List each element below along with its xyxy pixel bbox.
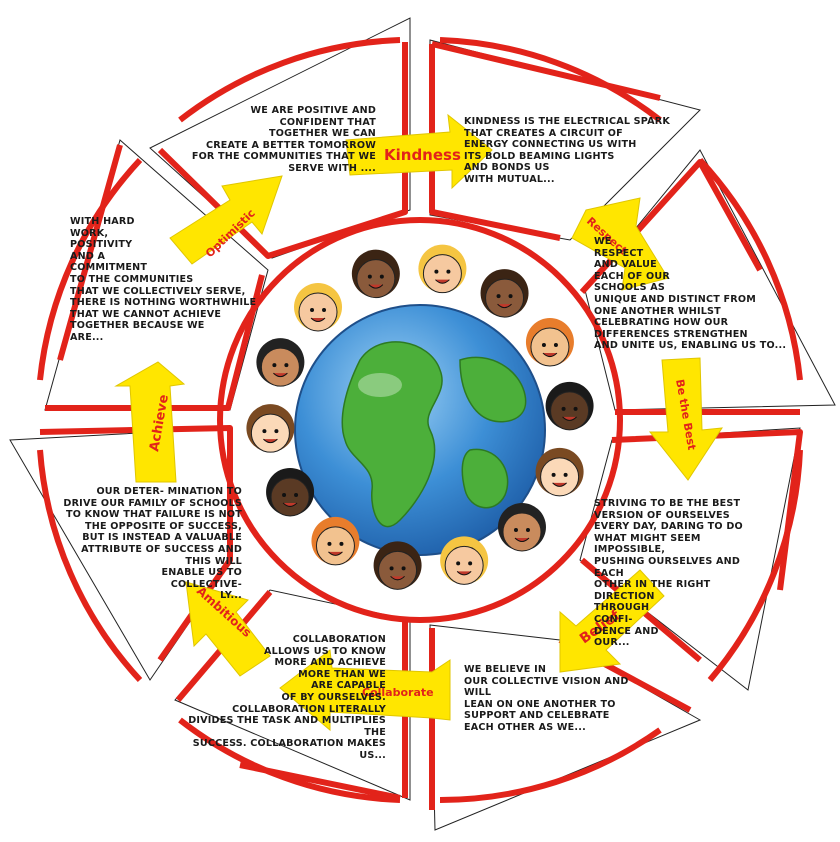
panel-frame-kindness: [429, 41, 661, 241]
text-belief: We believe in our collective vision and …: [464, 664, 629, 733]
child-face: [246, 404, 295, 453]
arrow-achieve: [114, 361, 186, 483]
inner-ring: [217, 217, 623, 623]
child-face: [311, 516, 360, 566]
arrow-kindness: [345, 113, 493, 190]
child-face: [294, 283, 343, 332]
child-face: [256, 338, 305, 387]
arrow-respect: [571, 197, 669, 291]
text-respect: We respect and value each of our schools…: [594, 236, 787, 352]
child-face: [497, 502, 546, 552]
child-face: [373, 541, 422, 590]
text-optimistic: We are positive and confident that toget…: [191, 105, 376, 174]
arrow-collaborate: [279, 649, 451, 732]
arrow-bethebest: [648, 357, 723, 481]
arrows: [114, 113, 723, 732]
children-icon: [246, 244, 594, 590]
child-face: [440, 536, 489, 585]
text-ambitious: Our deter- mination to drive our family …: [63, 486, 242, 602]
child-face: [545, 381, 594, 431]
arrow-belief: [559, 569, 665, 673]
child-face: [535, 447, 584, 497]
panel-frame-achieve: [45, 144, 265, 411]
panel-frame-optimistic: [157, 42, 408, 259]
child-face: [480, 269, 529, 318]
text-achieve: With hard work, positivity and a commitm…: [70, 216, 257, 343]
label-collaborate: Collaborate: [362, 686, 434, 699]
outer-ring: [37, 37, 803, 804]
child-face: [418, 244, 467, 294]
child-face: [351, 249, 400, 299]
arrow-optimistic: [169, 175, 283, 265]
text-kindness: Kindness is the electrical spark that cr…: [464, 116, 670, 185]
panel-respect: [584, 149, 836, 411]
child-face: [525, 318, 574, 367]
arrow-ambitious: [185, 581, 271, 677]
globe-icon: [294, 304, 546, 556]
label-kindness: Kindness: [384, 146, 461, 164]
text-bethebest: Striving to be the best version of ourse…: [594, 498, 743, 649]
text-collaborate: Collaboration allows us to know more and…: [188, 634, 386, 761]
child-face: [266, 467, 315, 517]
